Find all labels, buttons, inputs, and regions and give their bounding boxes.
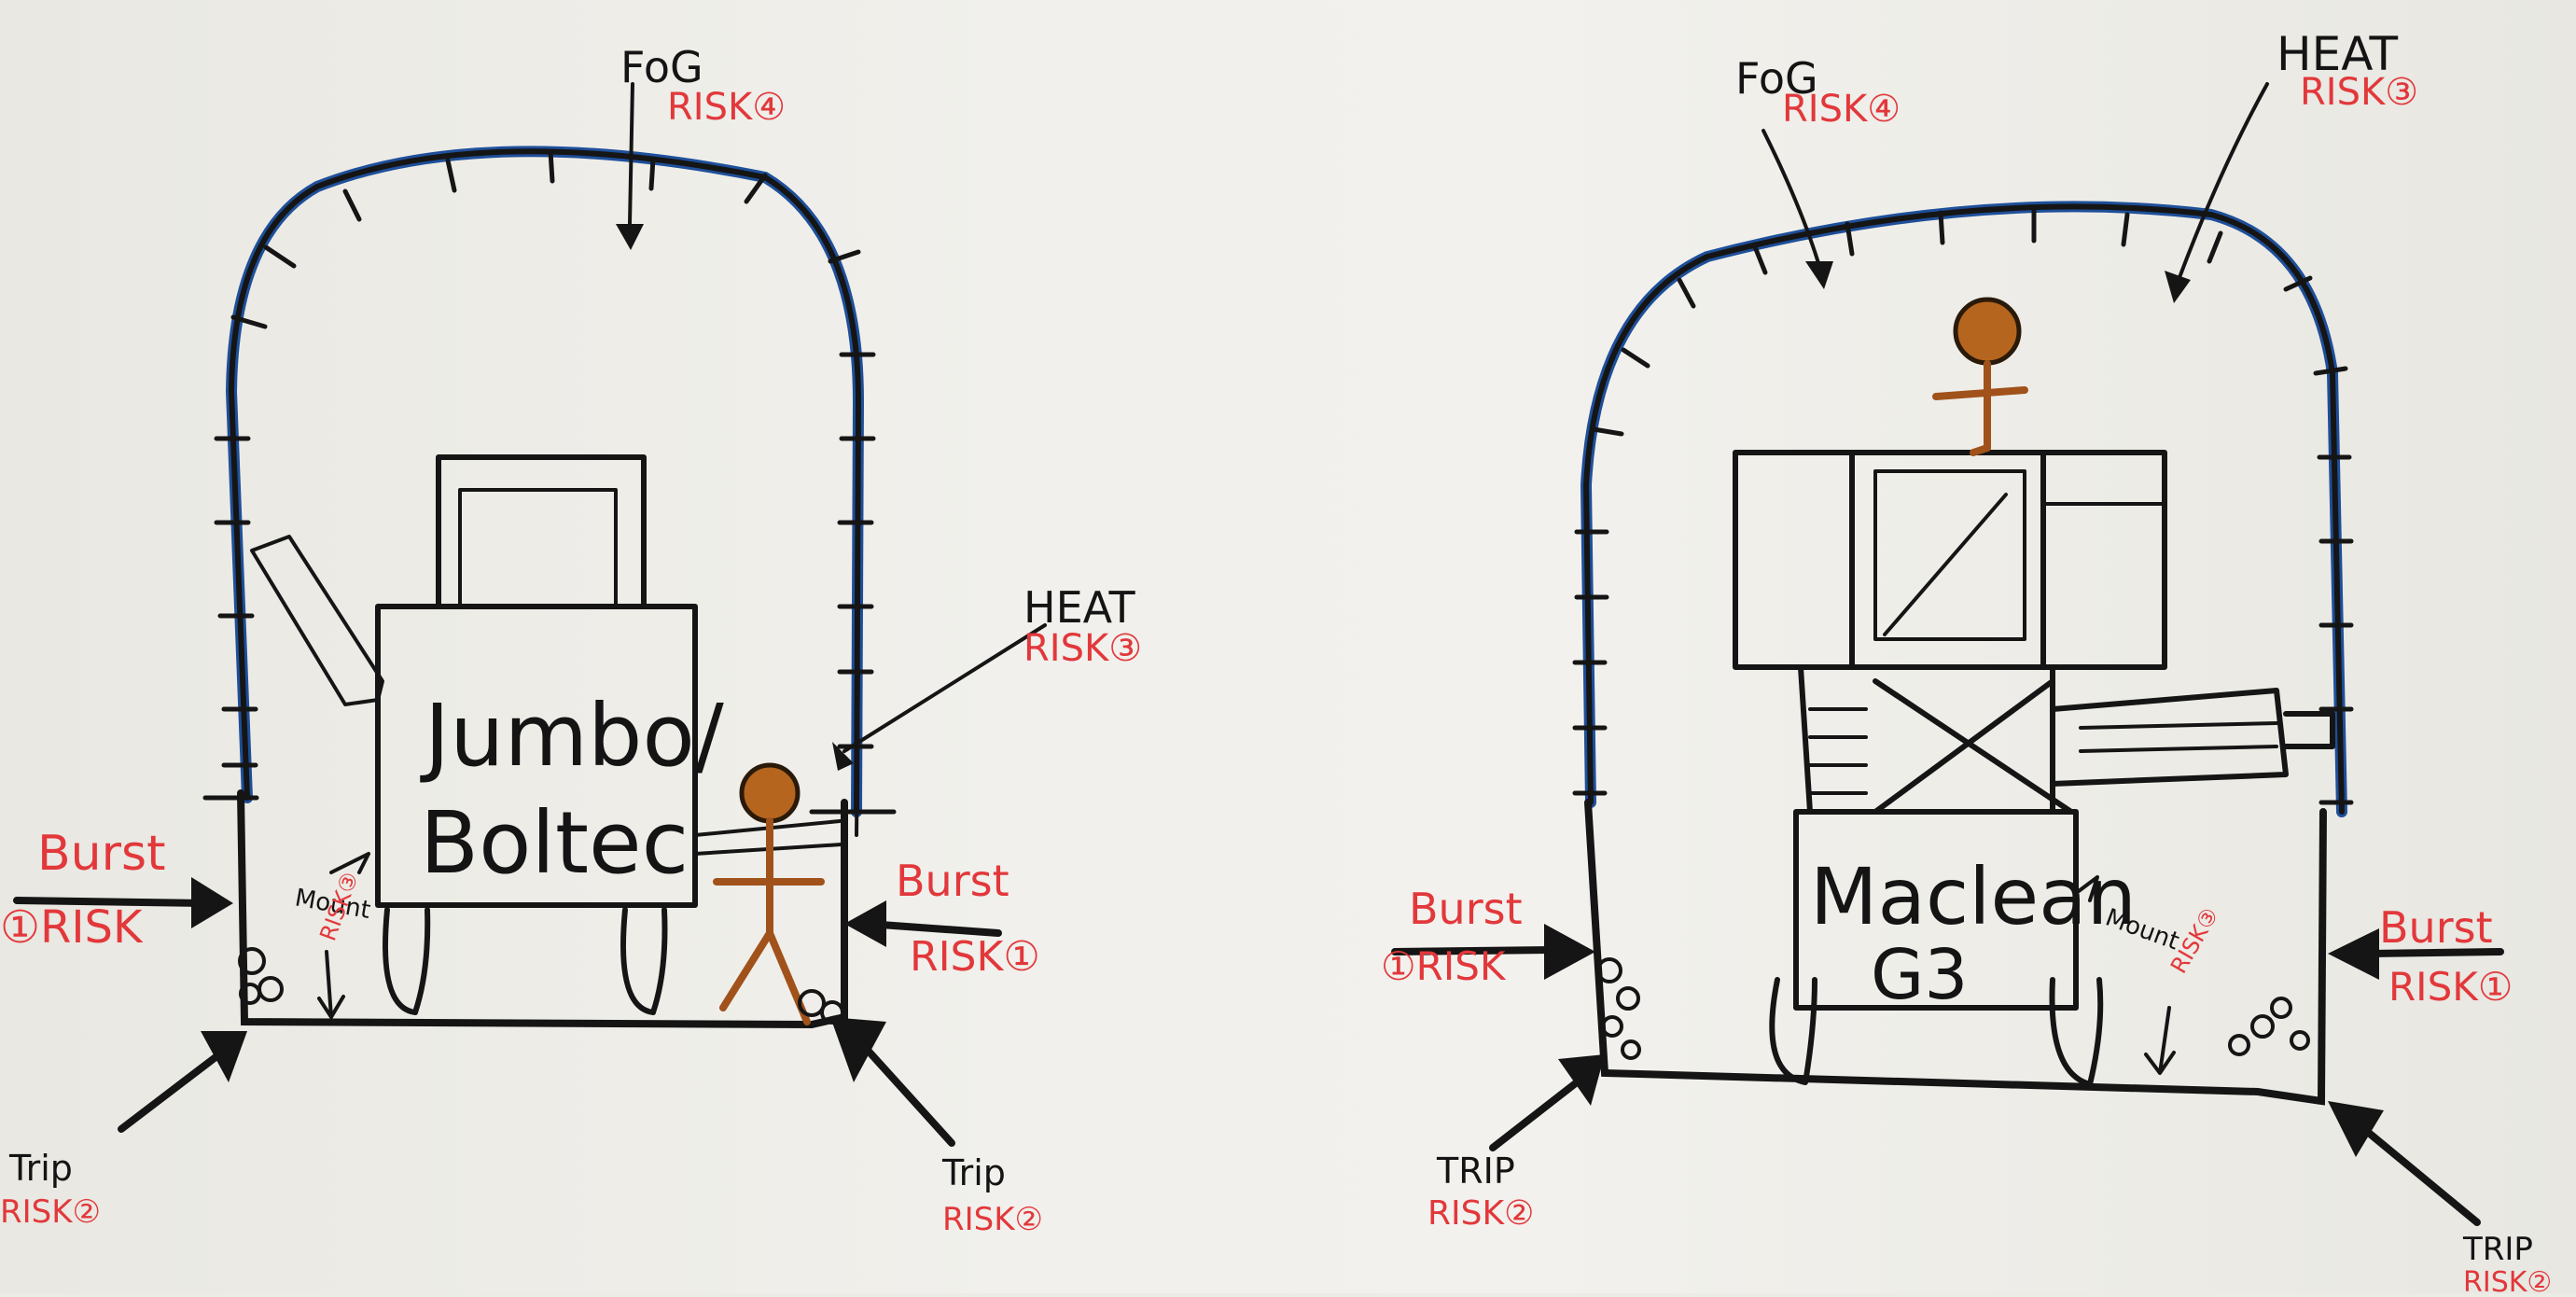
wheel-left-1 [385, 910, 427, 1012]
heat-risk-right: RISK③ [2300, 71, 2418, 114]
trip-right-risk-left: RISK② [942, 1201, 1043, 1238]
burst-arrow-right-1 [868, 924, 998, 933]
fog-arrow-left [630, 84, 633, 224]
trip-right-title-right: TRIP [2462, 1231, 2533, 1268]
rock-bolts-right [1575, 211, 2351, 802]
person-left [717, 765, 821, 1022]
heat-risk-left: RISK③ [1023, 627, 1142, 670]
machine-name-line2-left: Boltec [420, 793, 689, 893]
wheel-left-2 [623, 910, 665, 1012]
trip-left-title-right: TRIP [1436, 1151, 1515, 1192]
trip-arrow-left-1 [121, 1054, 219, 1129]
trip-right-title-left: Trip [941, 1152, 1006, 1193]
burst-left-risk-right: ①RISK [1381, 943, 1507, 989]
machine-name-line2-right: G3 [1871, 935, 1968, 1015]
machine-name-line1-left: Jumbo/ [420, 686, 724, 786]
heat-title-left: HEAT [1023, 582, 1136, 633]
trip-left-risk-right: RISK② [1427, 1194, 1534, 1233]
trip-arrow-right-1 [863, 1045, 952, 1143]
burst-right-title-left: Burst [896, 856, 1010, 906]
tunnel-outline-right [1586, 206, 2342, 812]
burst-left-title-left: Burst [37, 826, 166, 882]
tunnel-outline-right-ink [1586, 206, 2342, 812]
burst-right-title-right: Burst [2379, 902, 2493, 953]
fog-risk-left: RISK④ [667, 86, 786, 129]
fog-risk-right: RISK④ [1782, 88, 1901, 131]
burst-left-title-right: Burst [1409, 884, 1523, 934]
burst-right-risk-left: RISK① [910, 933, 1040, 981]
trip-arrow-left-2 [1493, 1082, 1577, 1148]
person-right [1936, 300, 2025, 453]
burst-left-risk-left: ①RISK [0, 901, 144, 954]
trip-arrow-right-2 [2370, 1134, 2477, 1222]
machine-name-line1-right: Maclean [1810, 851, 2137, 942]
trip-left-risk-left: RISK② [0, 1193, 101, 1231]
fog-title-left: FoG [620, 42, 703, 92]
diagram-left: Mount RISK③ FoG RISK④ HEAT RISK③ Burst ①… [0, 42, 1142, 1238]
boom-arm-left [252, 537, 383, 704]
bolter-boom-right [2053, 690, 2286, 784]
trip-left-title-left: Trip [8, 1148, 73, 1189]
machine-cab-left [439, 457, 644, 607]
heat-arrow-left [844, 625, 1045, 751]
burst-right-risk-right: RISK① [2388, 964, 2513, 1010]
heat-arrow-right [2179, 84, 2267, 280]
scissor-lift-right [1801, 667, 2071, 812]
diagram-right: Mount RISK③ FoG RISK④ HEAT RISK③ Burst ①… [1381, 27, 2552, 1293]
trip-right-risk-right: RISK② [2463, 1266, 2552, 1293]
